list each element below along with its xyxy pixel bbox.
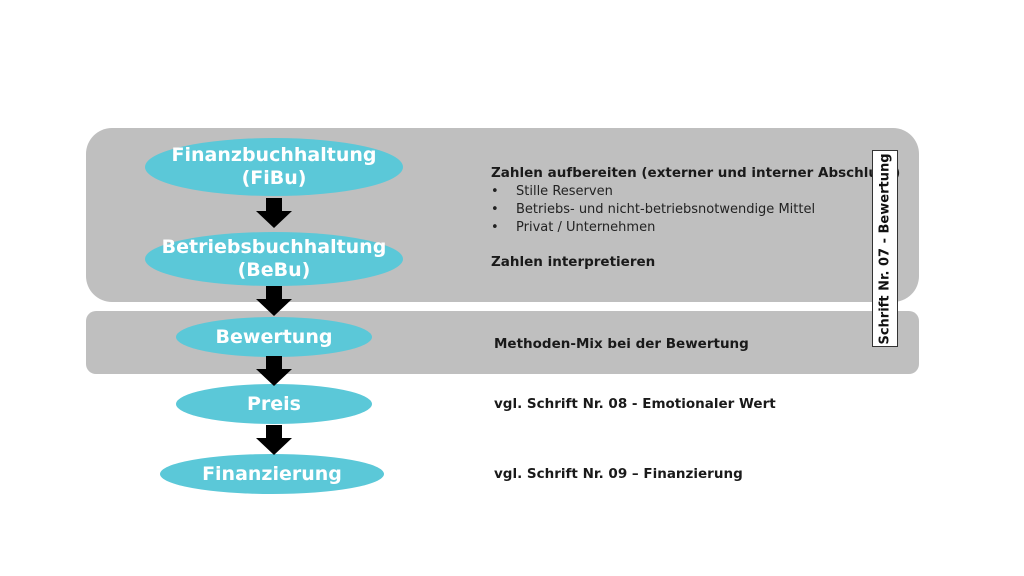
- step-label: Bewertung: [215, 325, 333, 348]
- step-betriebsbuchhaltung: Betriebsbuchhaltung (BeBu): [145, 232, 403, 286]
- bullet-icon: •: [491, 202, 499, 217]
- bullet-item: • Privat / Unternehmen: [491, 219, 815, 237]
- step-bewertung: Bewertung: [176, 317, 372, 357]
- bullet-item: • Stille Reserven: [491, 183, 815, 201]
- step-label: Betriebsbuchhaltung: [161, 236, 387, 258]
- step-finanzierung: Finanzierung: [160, 454, 384, 494]
- arrow-down-icon: [256, 356, 292, 386]
- bullet-text: Privat / Unternehmen: [516, 220, 656, 235]
- aufbereiten-bullet-list: • Stille Reserven • Betriebs- und nicht-be…: [491, 183, 815, 237]
- aufbereiten-heading: Zahlen aufbereiten (externer und interne…: [491, 165, 901, 181]
- interpretieren-text: Zahlen interpretieren: [491, 254, 656, 270]
- step-label: Finanzbuchhaltung: [171, 144, 377, 166]
- step-sublabel: (BeBu): [237, 259, 311, 281]
- step-finanzbuchhaltung: Finanzbuchhaltung (FiBu): [145, 138, 403, 196]
- step-preis: Preis: [176, 384, 372, 424]
- step-label: Preis: [246, 392, 301, 415]
- bullet-icon: •: [491, 220, 499, 235]
- schrift09-reference: vgl. Schrift Nr. 09 – Finanzierung: [494, 466, 743, 482]
- side-label-text: Schrift Nr. 07 - Bewertung: [877, 152, 893, 345]
- bullet-item: • Betriebs- und nicht-betriebsnotwendige …: [491, 201, 815, 219]
- arrow-down-icon: [256, 425, 292, 455]
- bullet-icon: •: [491, 184, 499, 199]
- arrow-down-icon: [256, 286, 292, 316]
- step-sublabel: (FiBu): [241, 167, 307, 189]
- methoden-text: Methoden-Mix bei der Bewertung: [494, 336, 749, 352]
- side-label-box: Schrift Nr. 07 - Bewertung: [872, 150, 898, 347]
- step-label: Finanzierung: [202, 462, 342, 485]
- bullet-text: Betriebs- und nicht-betriebsnotwendige M…: [516, 202, 816, 217]
- bullet-text: Stille Reserven: [516, 184, 613, 199]
- schrift08-reference: vgl. Schrift Nr. 08 - Emotionaler Wert: [494, 396, 776, 412]
- arrow-down-icon: [256, 198, 292, 228]
